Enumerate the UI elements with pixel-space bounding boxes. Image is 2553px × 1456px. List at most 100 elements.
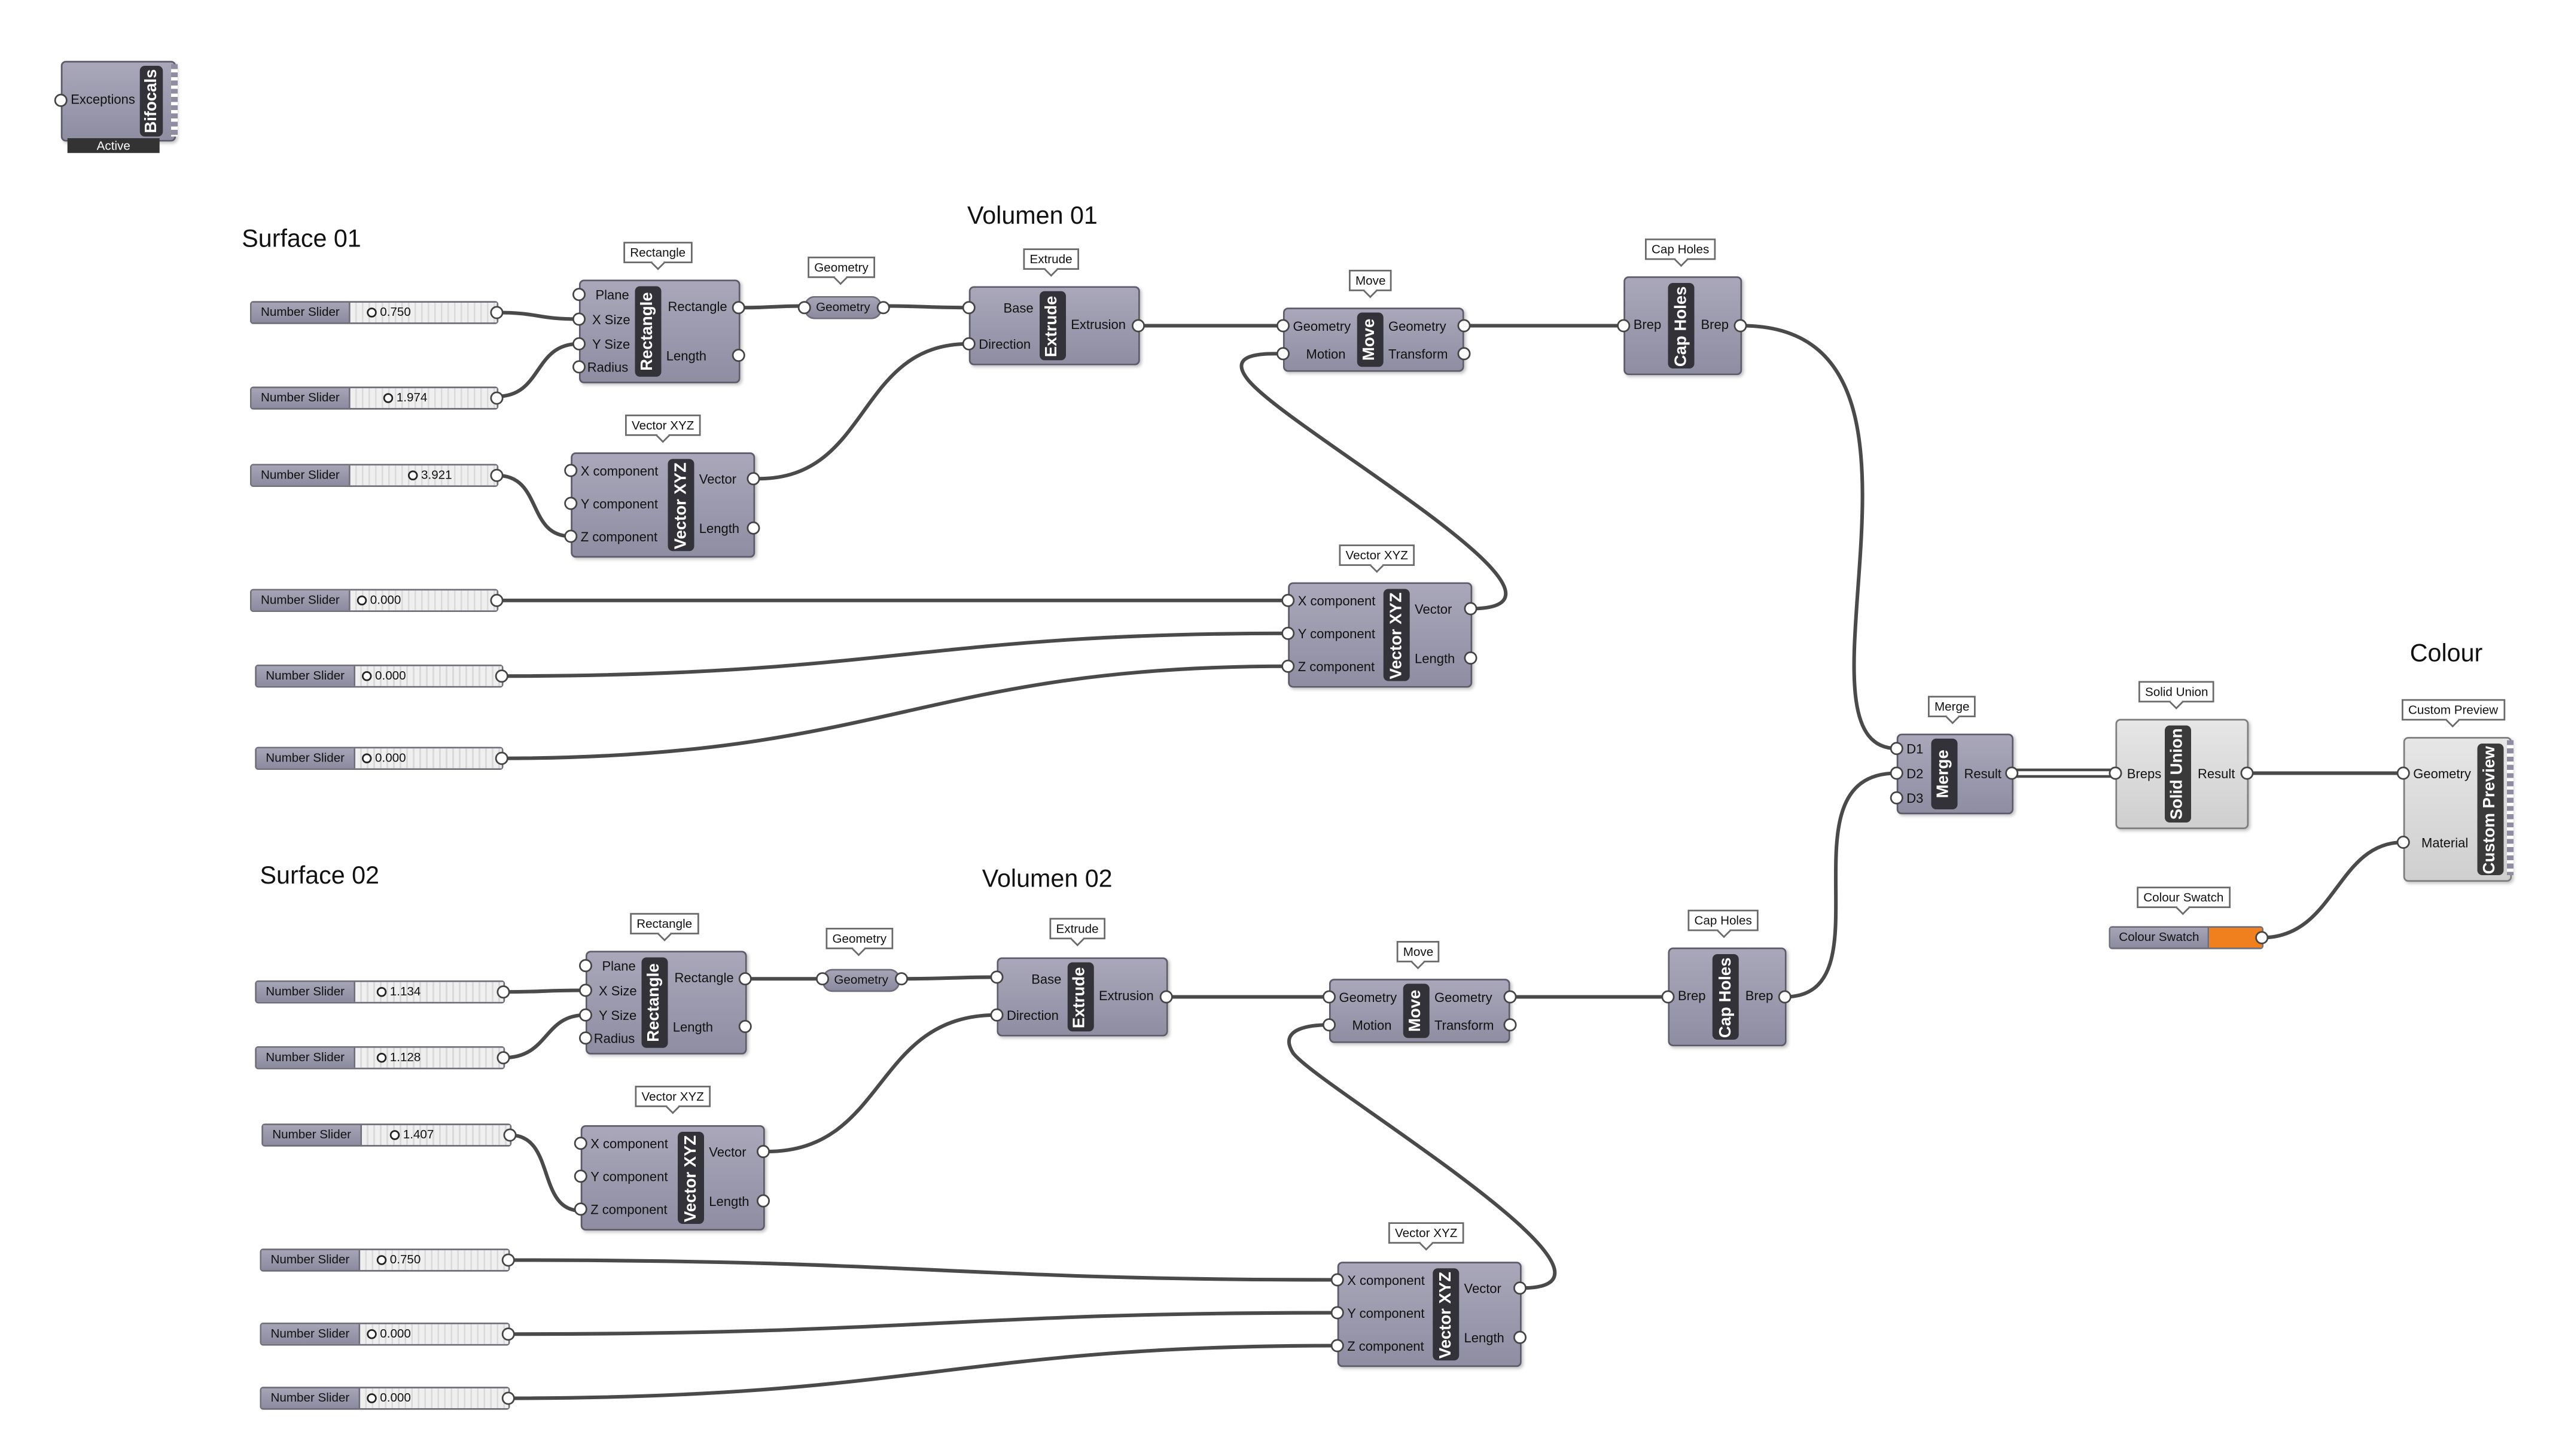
slider-output-grip[interactable] [495,669,508,683]
slider-track[interactable]: 0.000 [355,748,502,769]
colour-swatch-color[interactable] [2209,928,2262,948]
input-grip[interactable] [1281,659,1295,673]
input-grip[interactable] [1661,990,1675,1004]
input-grip[interactable] [572,312,586,326]
vector-xyz-component-02a[interactable]: X component Y component Z component Vect… [580,1125,765,1230]
rectangle-component-02[interactable]: Plane X Size Y Size Radius Rectangle Rec… [586,951,747,1055]
input-grip[interactable] [797,301,811,315]
merge-component[interactable]: D1 D2 D3 Merge Result [1896,733,2013,815]
output-grip[interactable] [1734,319,1747,333]
input-grip[interactable] [1890,742,1903,756]
output-grip[interactable] [1503,990,1517,1004]
number-slider-s02-vz[interactable]: Number Slider 1.407 [261,1123,512,1147]
slider-knob[interactable] [367,1329,377,1339]
output-grip[interactable] [738,1020,752,1033]
slider-output-grip[interactable] [490,391,504,405]
input-grip[interactable] [1330,1273,1344,1287]
number-slider-s01-x[interactable]: Number Slider 0.750 [250,301,499,324]
slider-output-grip[interactable] [490,468,504,482]
number-slider-s02-y[interactable]: Number Slider 1.128 [255,1046,505,1070]
input-grip[interactable] [564,464,578,477]
slider-knob[interactable] [376,1053,387,1063]
slider-output-grip[interactable] [496,985,510,999]
slider-output-grip[interactable] [501,1391,515,1405]
output-grip[interactable] [757,1194,770,1208]
input-grip[interactable] [574,1202,587,1216]
input-grip[interactable] [564,496,578,510]
output-grip[interactable] [1513,1281,1527,1295]
output-grip[interactable] [1513,1330,1527,1344]
output-grip[interactable] [1464,651,1477,665]
output-grip[interactable] [876,301,890,315]
input-grip[interactable] [1330,1306,1344,1320]
input-grip[interactable] [990,970,1004,984]
output-grip[interactable] [1464,602,1477,616]
output-grip[interactable] [2240,766,2254,780]
output-grip[interactable] [1778,990,1792,1004]
number-slider-v02-y[interactable]: Number Slider 0.000 [260,1323,510,1346]
input-grip[interactable] [574,1137,587,1150]
slider-track[interactable]: 1.974 [350,388,497,408]
solid-union-component[interactable]: Breps Solid Union Result [2115,718,2249,829]
slider-track[interactable]: 0.750 [360,1250,508,1270]
geometry-param-01[interactable]: Geometry [804,296,882,319]
input-grip[interactable] [2109,766,2122,780]
vector-xyz-component-01a[interactable]: X component Y component Z component Vect… [571,452,755,558]
slider-output-grip[interactable] [503,1128,517,1142]
number-slider-s02-x[interactable]: Number Slider 1.134 [255,980,505,1004]
input-grip[interactable] [1890,766,1903,780]
output-grip[interactable] [732,349,745,362]
move-component-01[interactable]: Geometry Motion Move Geometry Transform [1283,307,1464,372]
slider-knob[interactable] [376,987,387,997]
input-grip[interactable] [1281,593,1295,607]
slider-track[interactable]: 0.750 [350,303,497,322]
output-grip[interactable] [1457,319,1471,333]
input-grip[interactable] [572,337,586,351]
number-slider-v02-x[interactable]: Number Slider 0.750 [260,1248,510,1272]
bifocals-input-grip[interactable] [54,93,68,107]
slider-knob[interactable] [383,393,394,403]
geometry-param-02[interactable]: Geometry [822,968,900,992]
input-grip[interactable] [1617,319,1631,333]
slider-knob[interactable] [362,753,372,763]
slider-knob[interactable] [367,1393,377,1403]
input-grip[interactable] [2396,766,2410,780]
slider-track[interactable]: 3.921 [350,465,497,486]
slider-knob[interactable] [408,470,418,480]
input-grip[interactable] [990,1008,1004,1022]
input-grip[interactable] [574,1169,587,1183]
number-slider-s01-y[interactable]: Number Slider 1.974 [250,386,499,410]
input-grip[interactable] [962,337,976,351]
number-slider-v01-z[interactable]: Number Slider 0.000 [255,747,504,770]
slider-output-grip[interactable] [490,306,504,319]
input-grip[interactable] [1276,319,1290,333]
slider-track[interactable]: 1.134 [355,982,504,1002]
input-grip[interactable] [1890,791,1903,805]
output-grip[interactable] [2005,766,2019,780]
number-slider-s01-vz[interactable]: Number Slider 3.921 [250,464,499,487]
vector-xyz-component-02b[interactable]: X component Y component Z component Vect… [1337,1262,1522,1367]
slider-knob[interactable] [367,307,377,318]
slider-output-grip[interactable] [496,1051,510,1065]
number-slider-v01-y[interactable]: Number Slider 0.000 [255,665,504,688]
output-grip[interactable] [895,972,908,986]
input-grip[interactable] [816,972,829,986]
input-grip[interactable] [579,1008,592,1022]
slider-output-grip[interactable] [490,593,504,607]
slider-track[interactable]: 1.407 [362,1125,510,1145]
number-slider-v02-z[interactable]: Number Slider 0.000 [260,1387,510,1410]
vector-xyz-component-01b[interactable]: X component Y component Z component Vect… [1288,582,1473,688]
slider-knob[interactable] [376,1255,387,1265]
output-grip[interactable] [732,301,745,315]
slider-output-grip[interactable] [495,751,508,765]
output-grip[interactable] [1503,1018,1517,1032]
slider-knob[interactable] [362,671,372,681]
bifocals-component[interactable]: Exceptions Bifocals [60,60,176,142]
input-grip[interactable] [1323,990,1336,1004]
input-grip[interactable] [579,1031,592,1045]
rectangle-component-01[interactable]: Plane X Size Y Size Radius Rectangle Rec… [579,279,741,383]
output-grip[interactable] [757,1145,770,1158]
output-grip[interactable] [747,521,760,535]
slider-track[interactable]: 0.000 [360,1388,508,1408]
